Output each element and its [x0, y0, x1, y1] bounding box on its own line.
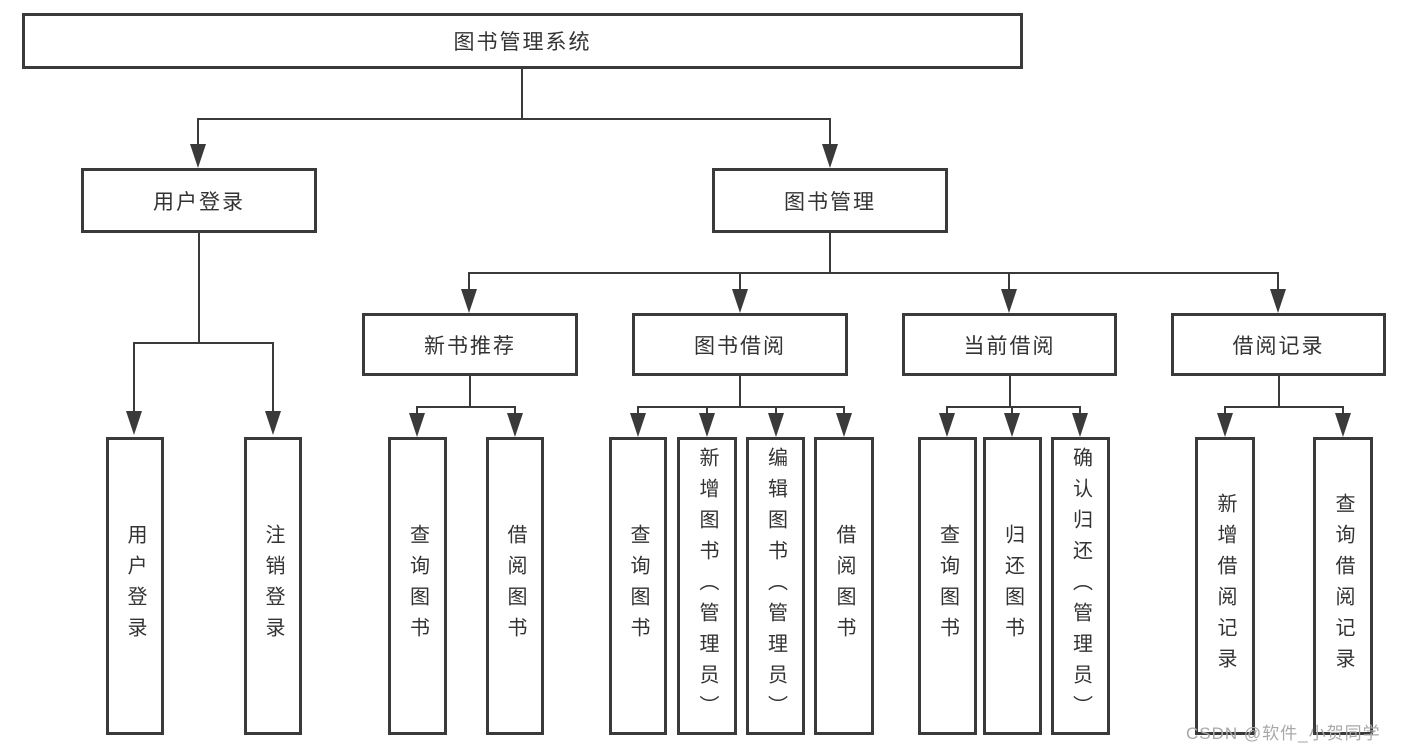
connector-line: [843, 406, 845, 415]
connector-line: [829, 118, 831, 146]
leaf-borrow-book-recommend: 借阅图书: [486, 437, 544, 735]
leaf-borrow-book-label: 借阅图书: [833, 524, 855, 648]
arrow-down-icon: [768, 413, 784, 437]
node-new-book-recommend: 新书推荐: [362, 313, 578, 376]
leaf-query-book-recommend-label: 查询图书: [406, 524, 429, 648]
connector-line: [514, 406, 516, 415]
arrow-down-icon: [1001, 289, 1017, 313]
node-new-book-recommend-label: 新书推荐: [424, 334, 516, 358]
watermark: CSDN @软件_小贺同学: [1186, 724, 1381, 743]
node-book-management-label: 图书管理: [784, 190, 876, 214]
connector-line: [706, 406, 708, 415]
arrow-down-icon: [836, 413, 852, 437]
connector-line: [1009, 376, 1011, 406]
node-borrow-record: 借阅记录: [1171, 313, 1386, 376]
leaf-query-book-borrow-label: 查询图书: [627, 524, 649, 648]
leaf-query-borrow-record-label: 查询借阅记录: [1332, 493, 1354, 679]
arrow-down-icon: [939, 413, 955, 437]
connector-line: [1278, 376, 1280, 406]
node-current-borrow: 当前借阅: [902, 313, 1117, 376]
leaf-query-book-recommend: 查询图书: [388, 437, 447, 735]
connector-user-login-stem: [198, 233, 200, 342]
connector-line: [133, 342, 135, 413]
leaf-query-book-current: 查询图书: [918, 437, 977, 735]
arrow-down-icon: [630, 413, 646, 437]
arrow-down-icon: [126, 411, 142, 435]
leaf-logout: 注销登录: [244, 437, 302, 735]
connector-line: [468, 272, 470, 291]
node-current-borrow-label: 当前借阅: [963, 334, 1056, 358]
node-user-login-label: 用户登录: [153, 190, 245, 214]
connector-bar: [417, 406, 516, 408]
arrow-down-icon: [822, 144, 838, 168]
connector-line: [1342, 406, 1344, 415]
connector-line: [469, 376, 471, 406]
connector-line: [1011, 406, 1013, 415]
connector-book-mgmt-stem: [829, 233, 831, 272]
arrow-down-icon: [507, 413, 523, 437]
node-book-management: 图书管理: [712, 168, 948, 233]
connector-user-login-bar: [133, 342, 274, 344]
connector-level2-bar: [468, 272, 1279, 274]
connector-bar: [637, 406, 845, 408]
arrow-down-icon: [265, 411, 281, 435]
leaf-confirm-return-admin-label: 确认归还（管理员）: [1069, 446, 1092, 726]
leaf-add-book-admin: 新增图书（管理员）: [677, 437, 737, 735]
leaf-logout-label: 注销登录: [262, 524, 284, 648]
node-user-login: 用户登录: [81, 168, 317, 233]
leaf-edit-book-admin-label: 编辑图书（管理员）: [764, 446, 787, 726]
arrow-down-icon: [461, 289, 477, 313]
connector-line: [272, 342, 274, 413]
arrow-down-icon: [1217, 413, 1233, 437]
node-borrow-record-label: 借阅记录: [1232, 334, 1325, 358]
node-book-borrow-label: 图书借阅: [694, 334, 786, 358]
node-root: 图书管理系统: [22, 13, 1023, 69]
leaf-query-book-current-label: 查询图书: [936, 524, 959, 648]
leaf-return-book-label: 归还图书: [1001, 524, 1024, 648]
connector-bar: [946, 406, 1081, 408]
leaf-query-book-borrow: 查询图书: [609, 437, 667, 735]
connector-line: [1008, 272, 1010, 291]
arrow-down-icon: [1335, 413, 1351, 437]
node-book-borrow: 图书借阅: [632, 313, 848, 376]
leaf-borrow-book-recommend-label: 借阅图书: [504, 524, 526, 648]
connector-line: [416, 406, 418, 415]
leaf-edit-book-admin: 编辑图书（管理员）: [746, 437, 805, 735]
arrow-down-icon: [699, 413, 715, 437]
leaf-query-borrow-record: 查询借阅记录: [1313, 437, 1373, 735]
connector-line: [1224, 406, 1226, 415]
arrow-down-icon: [1072, 413, 1088, 437]
connector-bar: [1224, 406, 1343, 408]
leaf-add-borrow-record-label: 新增借阅记录: [1214, 493, 1236, 679]
connector-line: [739, 272, 741, 291]
connector-root-line: [521, 69, 523, 118]
arrow-down-icon: [1270, 289, 1286, 313]
connector-line: [946, 406, 948, 415]
connector-line: [637, 406, 639, 415]
leaf-confirm-return-admin: 确认归还（管理员）: [1051, 437, 1110, 735]
leaf-user-login-label: 用户登录: [124, 524, 146, 648]
arrow-down-icon: [409, 413, 425, 437]
leaf-return-book: 归还图书: [983, 437, 1042, 735]
arrow-down-icon: [190, 144, 206, 168]
connector-line: [197, 118, 199, 146]
leaf-user-login: 用户登录: [106, 437, 164, 735]
node-root-label: 图书管理系统: [453, 31, 592, 54]
leaf-borrow-book: 借阅图书: [814, 437, 874, 735]
arrow-down-icon: [732, 289, 748, 313]
connector-level1-bar: [197, 118, 831, 120]
connector-line: [1277, 272, 1279, 291]
connector-line: [1079, 406, 1081, 415]
arrow-down-icon: [1004, 413, 1020, 437]
leaf-add-book-admin-label: 新增图书（管理员）: [696, 446, 718, 726]
connector-line: [739, 376, 741, 406]
connector-line: [775, 406, 777, 415]
leaf-add-borrow-record: 新增借阅记录: [1195, 437, 1255, 735]
